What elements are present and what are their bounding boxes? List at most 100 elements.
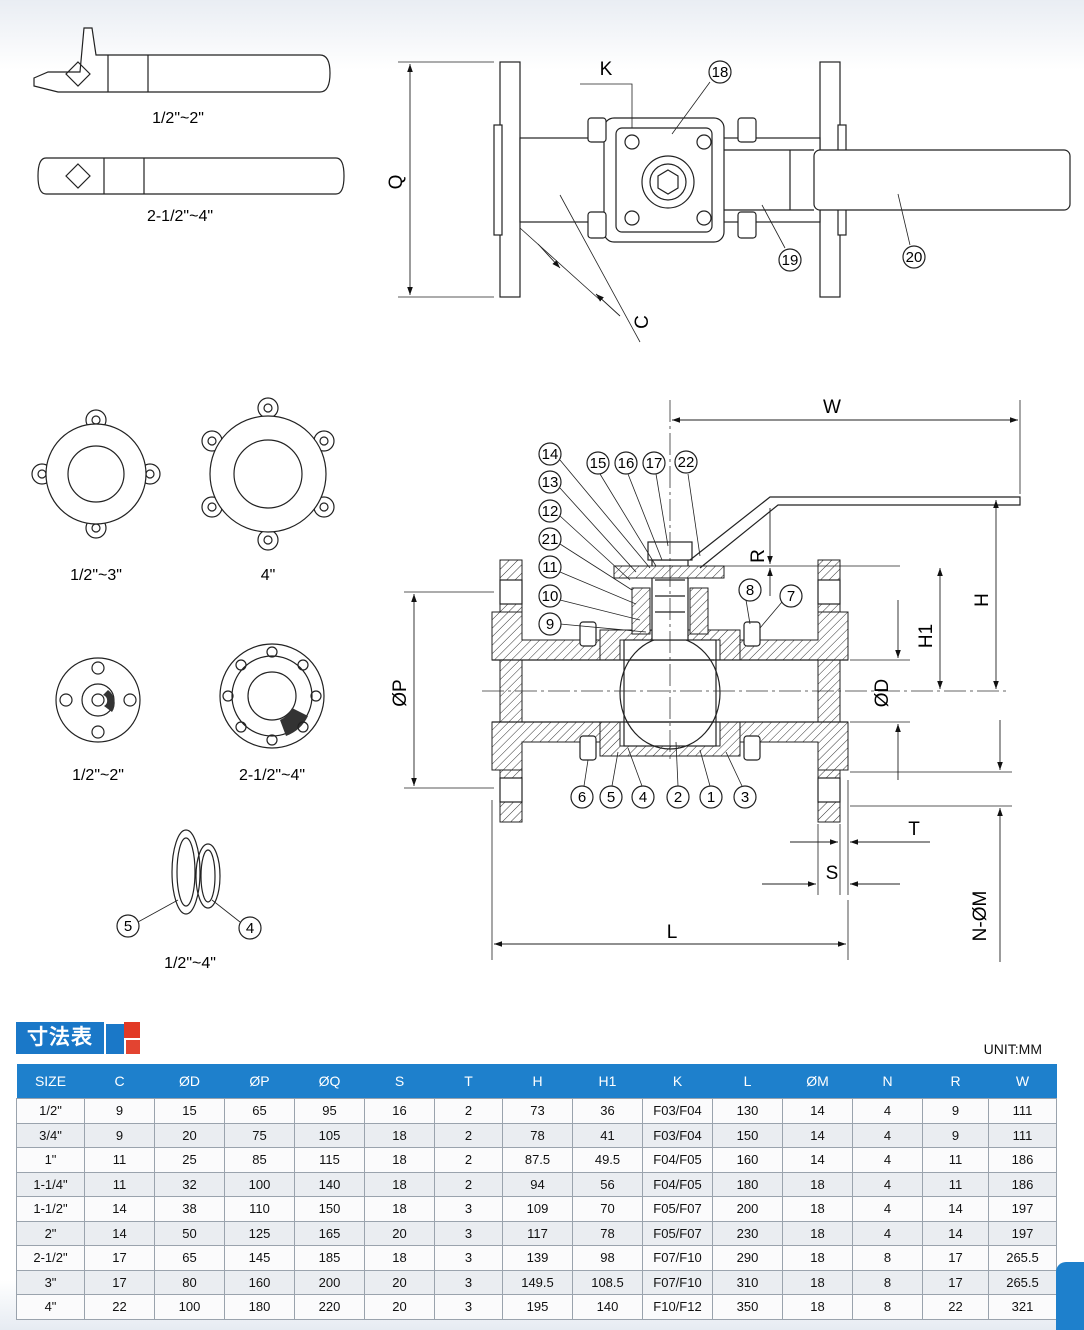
packing-rings (137, 829, 241, 923)
table-cell: 350 (712, 1294, 783, 1320)
table-cell: 140 (572, 1294, 643, 1320)
table-cell: 1-1/4" (16, 1171, 85, 1197)
table-cell: 85 (224, 1147, 295, 1173)
table-cell: 32 (154, 1171, 225, 1197)
table-cell: 197 (988, 1196, 1057, 1222)
table-cell: F03/F04 (642, 1122, 713, 1148)
table-cell: 14 (84, 1220, 155, 1246)
table-cell: 94 (502, 1171, 573, 1197)
table-cell: 2 (434, 1147, 503, 1173)
table-cell: 150 (294, 1196, 365, 1222)
table-cell: 18 (782, 1171, 853, 1197)
dim-label-od: ØD (872, 679, 893, 708)
table-cell: 49.5 (572, 1147, 643, 1173)
table-cell: 56 (572, 1171, 643, 1197)
balloon-3: 3 (741, 789, 749, 806)
table-cell: 100 (224, 1171, 295, 1197)
table-cell: 11 (922, 1147, 989, 1173)
balloon-12: 12 (542, 503, 559, 520)
table-cell: 14 (782, 1147, 853, 1173)
table-cell: 17 (922, 1269, 989, 1295)
table-cell: 87.5 (502, 1147, 573, 1173)
table-cell: 17 (922, 1245, 989, 1271)
balloon-20: 20 (906, 249, 923, 266)
table-cell: 4 (852, 1220, 923, 1246)
table-cell: F07/F10 (642, 1245, 713, 1271)
accent-square-blue-small (126, 1040, 140, 1054)
balloon-16: 16 (618, 455, 635, 472)
table-cell: 1-1/2" (16, 1196, 85, 1222)
dim-label-s: S (826, 863, 839, 884)
table-cell: 3/4" (16, 1122, 85, 1148)
table-cell: 4" (16, 1294, 85, 1320)
accent-square-blue-large (106, 1024, 124, 1054)
table-cell: 1" (16, 1147, 85, 1173)
table-cell: 186 (988, 1171, 1057, 1197)
balloon-2: 2 (674, 789, 682, 806)
table-cell: 38 (154, 1196, 225, 1222)
table-cell: 20 (364, 1269, 435, 1295)
balloon-21: 21 (542, 531, 559, 548)
table-cell: 18 (364, 1245, 435, 1271)
table-cell: 4 (852, 1171, 923, 1197)
table-cell: 18 (782, 1245, 853, 1271)
table-cell: 125 (224, 1220, 295, 1246)
table-cell: 310 (712, 1269, 783, 1295)
table-cell: 109 (502, 1196, 573, 1222)
dim-label-k: K (600, 59, 613, 80)
table-cell: 3 (434, 1220, 503, 1246)
balloon-14: 14 (542, 446, 559, 463)
table-cell: 130 (712, 1098, 783, 1124)
table-cell: 22 (84, 1294, 155, 1320)
table-cell: 17 (84, 1245, 155, 1271)
table-cell: 230 (712, 1220, 783, 1246)
table-cell: 41 (572, 1122, 643, 1148)
flange-plate-large (201, 397, 335, 551)
flange-small-caption: 1/2"~3" (70, 567, 122, 584)
balloon-8: 8 (746, 582, 754, 599)
table-cell: 111 (988, 1098, 1057, 1124)
table-cell: 2-1/2" (16, 1245, 85, 1271)
column-header: N (852, 1064, 923, 1099)
technical-drawing: 1/2"~2" 2-1/2"~4" Q K (31, 27, 1071, 972)
table-cell: 98 (572, 1245, 643, 1271)
table-cell: 4 (852, 1196, 923, 1222)
table-cell: F10/F12 (642, 1294, 713, 1320)
seat-small-caption: 1/2"~2" (72, 767, 124, 784)
balloon-18: 18 (712, 64, 729, 81)
column-header: C (84, 1064, 155, 1099)
table-cell: 14 (782, 1122, 853, 1148)
table-cell: 95 (294, 1098, 365, 1124)
table-cell: 105 (294, 1122, 365, 1148)
balloon-9: 9 (546, 616, 554, 633)
table-cell: 2 (434, 1098, 503, 1124)
table-cell: 110 (224, 1196, 295, 1222)
table-cell: 145 (224, 1245, 295, 1271)
table-cell: 20 (364, 1220, 435, 1246)
table-cell: 78 (502, 1122, 573, 1148)
table-cell: 3 (434, 1245, 503, 1271)
table-cell: 16 (364, 1098, 435, 1124)
table-cell: 180 (712, 1171, 783, 1197)
table-cell: 117 (502, 1220, 573, 1246)
corner-accent (1056, 1262, 1084, 1330)
table-cell: 2" (16, 1220, 85, 1246)
table-cell: 11 (84, 1171, 155, 1197)
table-cell: 75 (224, 1122, 295, 1148)
table-cell: 290 (712, 1245, 783, 1271)
table-cell: 321 (988, 1294, 1057, 1320)
table-cell: F04/F05 (642, 1147, 713, 1173)
table-cell: 18 (782, 1196, 853, 1222)
handle-large-caption: 2-1/2"~4" (147, 208, 213, 225)
dim-label-c: C (632, 315, 653, 329)
table-cell: 22 (922, 1294, 989, 1320)
table-cell: 14 (84, 1196, 155, 1222)
column-header: T (434, 1064, 503, 1099)
balloon-19: 19 (782, 252, 799, 269)
balloon-1: 1 (707, 789, 715, 806)
